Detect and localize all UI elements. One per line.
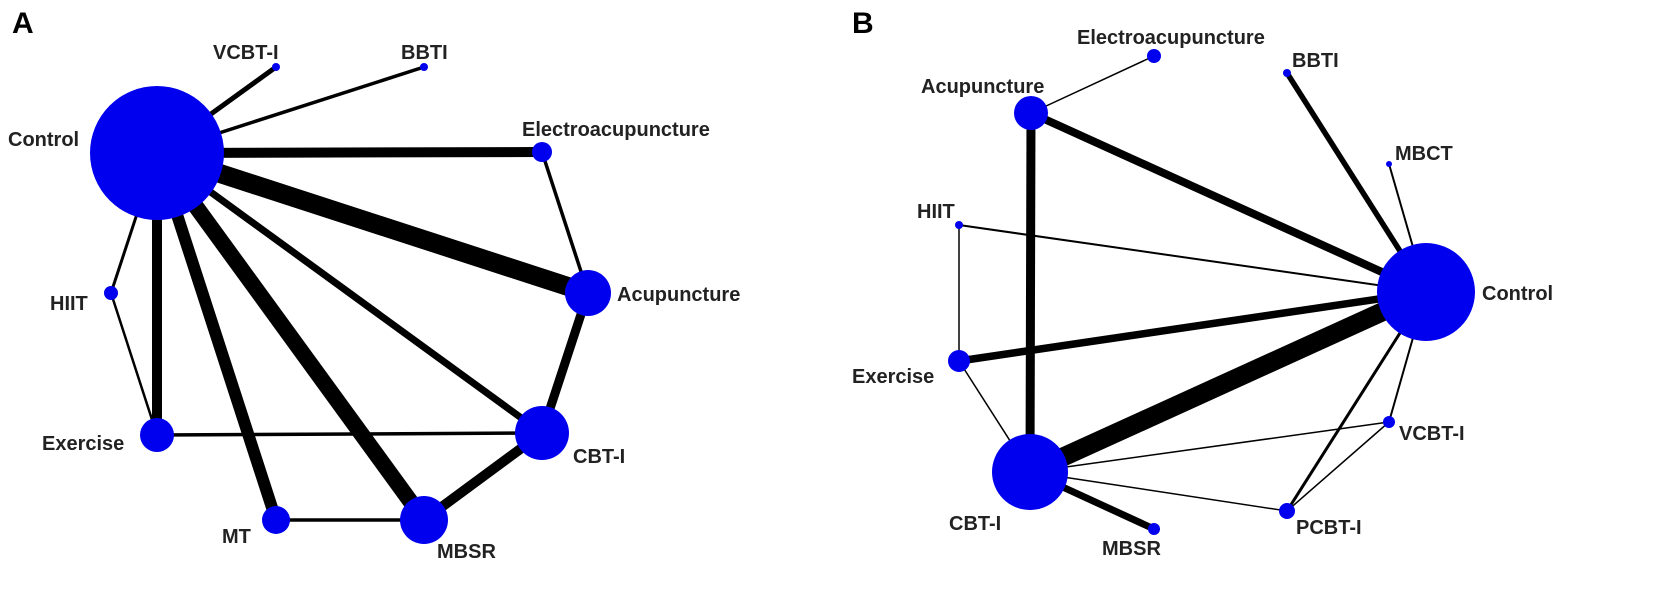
panel-a-nodes bbox=[90, 63, 611, 544]
panel-a-edge-control-acu bbox=[154, 143, 591, 303]
panel-a-node-control bbox=[90, 86, 224, 220]
panel-b-edge-pcbt-vcbt bbox=[1286, 421, 1390, 512]
panel-a-node-acu bbox=[565, 270, 611, 316]
panel-b-node-exercise bbox=[948, 350, 970, 372]
panel-b-letter: B bbox=[852, 7, 874, 40]
panel-a-edge-hiit-exercise bbox=[109, 292, 159, 436]
panel-b-node-mbct bbox=[1386, 161, 1392, 167]
panel-a-node-exercise bbox=[140, 418, 174, 452]
panel-b-node-control bbox=[1377, 243, 1475, 341]
panel-b-edge-acu-electro bbox=[1030, 55, 1155, 114]
panel-b-label-bbti: BBTI bbox=[1292, 50, 1339, 72]
panel-a-edge-electro-acu bbox=[540, 151, 590, 294]
panel-a-label-mbsr: MBSR bbox=[437, 541, 496, 563]
panel-a-node-mbsr bbox=[400, 496, 448, 544]
panel-a-node-cbti bbox=[515, 406, 569, 460]
panel-b-label-pcbt: PCBT-I bbox=[1296, 517, 1362, 539]
panel-b-label-acu: Acupuncture bbox=[921, 76, 1044, 98]
panel-b-node-vcbt bbox=[1383, 416, 1395, 428]
panel-a: A Control VCBT-I BBTI ElectroacupunctureAcu… bbox=[8, 7, 740, 563]
panel-b-edge-control-exercise bbox=[958, 288, 1427, 365]
panel-a-label-hiit: HIIT bbox=[50, 293, 88, 315]
panel-b-label-cbti: CBT-I bbox=[949, 513, 1001, 535]
panel-b-node-bbti bbox=[1283, 69, 1291, 77]
panel-b-node-acu bbox=[1014, 96, 1048, 130]
panel-b-label-control: Control bbox=[1482, 283, 1553, 305]
panel-a-node-hiit bbox=[104, 286, 118, 300]
panel-a-edge-control-cbti bbox=[154, 150, 545, 436]
panel-a-label-control: Control bbox=[8, 129, 79, 151]
panel-a-label-cbti: CBT-I bbox=[573, 446, 625, 468]
panel-b-node-hiit bbox=[955, 221, 963, 229]
panel-a-label-mt: MT bbox=[222, 526, 251, 548]
panel-b-edge-cbti-pcbt bbox=[1029, 471, 1288, 512]
panel-b-label-exercise: Exercise bbox=[852, 366, 934, 388]
panel-a-label-electro: Electroacupuncture bbox=[522, 119, 710, 141]
panel-b-edge-cbti-vcbt bbox=[1029, 421, 1390, 473]
panel-b-label-vcbt: VCBT-I bbox=[1399, 423, 1465, 445]
panel-a-node-mt bbox=[262, 506, 290, 534]
panel-b-edge-control-acu bbox=[1029, 109, 1428, 296]
panel-b-edge-acu-cbti bbox=[1025, 112, 1036, 473]
panel-b-label-mbsr: MBSR bbox=[1102, 538, 1161, 560]
panel-b-edge-control-hiit bbox=[958, 224, 1427, 293]
panel-a-letter: A bbox=[12, 7, 34, 40]
panel-a-node-electro bbox=[532, 142, 552, 162]
panel-b-node-pcbt bbox=[1279, 503, 1295, 519]
panel-b-node-electro bbox=[1147, 49, 1161, 63]
panel-b-edge-control-cbti bbox=[1026, 283, 1430, 481]
panel-a-label-acu: Acupuncture bbox=[617, 284, 740, 306]
panel-a-label-vcbt: VCBT-I bbox=[213, 42, 279, 64]
panel-b-label-mbct: MBCT bbox=[1395, 143, 1453, 165]
panel-a-edge-control-mbsr bbox=[150, 148, 431, 525]
panel-a-labels: Control VCBT-I BBTI ElectroacupunctureAcupu… bbox=[8, 42, 740, 563]
panel-a-node-vcbt bbox=[272, 63, 280, 71]
panel-a-label-bbti: BBTI bbox=[401, 42, 448, 64]
panel-b-label-hiit: HIIT bbox=[917, 201, 955, 223]
panel-b-nodes bbox=[948, 49, 1475, 535]
panel-b-node-cbti bbox=[992, 434, 1068, 510]
panel-a-label-exercise: Exercise bbox=[42, 433, 124, 455]
panel-a-edge-cbti-exercise bbox=[156, 431, 543, 437]
panel-a-node-bbti bbox=[420, 63, 428, 71]
panel-b-node-mbsr bbox=[1148, 523, 1160, 535]
panel-b-label-electro: Electroacupuncture bbox=[1077, 27, 1265, 49]
